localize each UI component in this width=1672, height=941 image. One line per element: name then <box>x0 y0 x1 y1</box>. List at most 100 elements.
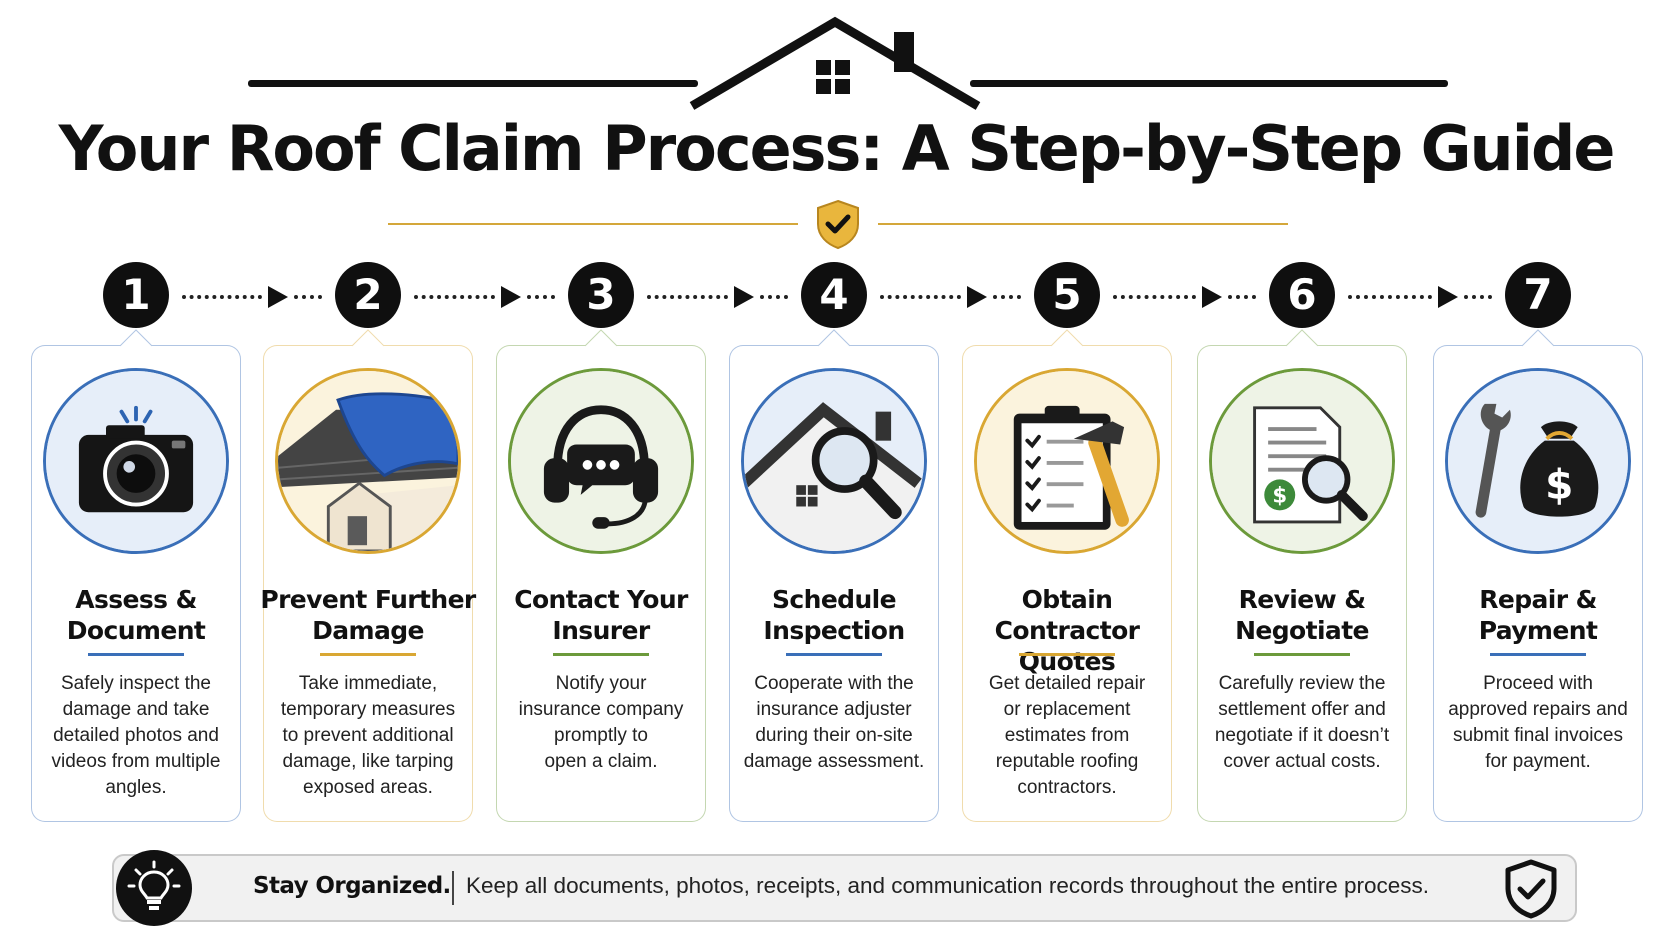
roof-magnifier-icon <box>741 368 927 554</box>
step-description-line: for payment. <box>1485 751 1591 772</box>
step-title-underline <box>320 653 416 656</box>
step-description-line: reputable roofing <box>995 751 1139 772</box>
arrow-right-icon <box>1438 286 1458 308</box>
step-description-line: insurance adjuster <box>756 699 912 720</box>
step-number-badge: 7 <box>1505 262 1571 328</box>
step-title-line: Payment <box>1478 616 1598 645</box>
arrow-right-icon <box>1202 286 1222 308</box>
step-description-line: videos from multiple <box>51 751 221 772</box>
connector-dots <box>182 295 262 299</box>
step-title-underline <box>88 653 184 656</box>
step-description-line: damage and take <box>62 699 210 720</box>
step-connector-arrow <box>880 286 1021 308</box>
step-description-line: angles. <box>105 777 167 798</box>
connector-dots <box>1464 295 1492 299</box>
page-title: Your Roof Claim Process: A Step-by-Step … <box>58 112 1616 185</box>
footer-lead: Stay Organized. <box>253 873 451 899</box>
step-connector-arrow <box>1348 286 1492 308</box>
step-number-badge: 4 <box>801 262 867 328</box>
arrow-right-icon <box>268 286 288 308</box>
connector-dots <box>880 295 961 299</box>
arrow-right-icon <box>734 286 754 308</box>
step-description-line: damage assessment. <box>743 751 925 772</box>
step-title: Repair &Payment <box>1426 584 1650 646</box>
step-description-line: insurance company <box>518 699 684 720</box>
connector-dots <box>527 295 555 299</box>
step-number-badge: 2 <box>335 262 401 328</box>
step-connector-arrow <box>414 286 555 308</box>
card-pointer <box>817 329 851 362</box>
step-title-line: Prevent Further <box>260 585 476 614</box>
step-description: Take immediate, temporary measures to prev… <box>274 671 462 801</box>
step-description-line: submit final invoices <box>1452 725 1624 746</box>
connector-dots <box>760 295 788 299</box>
connector-dots <box>414 295 495 299</box>
svg-text:$: $ <box>1272 484 1287 509</box>
step-description-line: detailed photos and <box>53 725 219 746</box>
connector-dots <box>294 295 322 299</box>
step-title-line: Document <box>66 616 206 645</box>
arrow-right-icon <box>967 286 987 308</box>
step-title-line: Schedule <box>772 585 897 614</box>
step-title-line: Contact Your <box>514 585 688 614</box>
gold-divider-left <box>388 223 798 225</box>
step-description-line: temporary measures <box>280 699 456 720</box>
step-description-line: Carefully review the <box>1218 673 1386 694</box>
step-description-line: exposed areas. <box>303 777 433 798</box>
step-description-line: Notify your <box>555 673 647 694</box>
step-connector-arrow <box>647 286 788 308</box>
gold-divider-right <box>878 223 1288 225</box>
house-roof-icon <box>689 16 981 110</box>
step-connector-arrow <box>182 286 322 308</box>
step-description-line: approved repairs and <box>1448 699 1628 720</box>
card-pointer <box>1285 329 1319 362</box>
shield-check-outline-icon <box>1505 859 1557 919</box>
step-title-underline <box>786 653 882 656</box>
step-description-line: or replacement <box>1003 699 1131 720</box>
step-description-line: Cooperate with the <box>754 673 914 694</box>
step-title-underline <box>1254 653 1350 656</box>
wrench-money-bag-icon: $ <box>1445 368 1631 554</box>
step-number-badge: 6 <box>1269 262 1335 328</box>
step-description: Safely inspect the damage and take detaile… <box>42 671 230 801</box>
step-title-line: Insurer <box>552 616 650 645</box>
step-description-line: settlement offer and <box>1218 699 1386 720</box>
card-pointer <box>1050 329 1084 362</box>
step-description-line: promptly to <box>554 725 648 746</box>
step-description-line: negotiate if it doesn’t <box>1214 725 1390 746</box>
step-title-line: Inspection <box>763 616 905 645</box>
svg-text:$: $ <box>1545 461 1573 509</box>
card-pointer <box>1521 329 1555 362</box>
step-number-badge: 5 <box>1034 262 1100 328</box>
step-description-line: Take immediate, <box>298 673 438 694</box>
connector-dots <box>1113 295 1196 299</box>
step-title-underline <box>553 653 649 656</box>
step-description-line: Safely inspect the <box>61 673 211 694</box>
step-title-line: Obtain <box>1021 585 1113 614</box>
header-rule-right <box>970 80 1448 87</box>
step-title-line: Negotiate <box>1235 616 1369 645</box>
step-description: Notify your insurance company promptly to o… <box>507 671 695 775</box>
step-description-line: open a claim. <box>544 751 658 772</box>
step-description-line: Proceed with <box>1483 673 1593 694</box>
shield-check-icon <box>817 199 859 250</box>
step-title-underline <box>1490 653 1586 656</box>
lightbulb-icon <box>116 850 192 926</box>
step-description-line: to prevent additional <box>282 725 454 746</box>
step-title-underline <box>1019 653 1115 656</box>
header-rule-left <box>248 80 698 87</box>
step-number-badge: 1 <box>103 262 169 328</box>
step-title-line: Contractor Quotes <box>994 616 1140 676</box>
step-description-line: estimates from <box>1004 725 1130 746</box>
document-review-icon: $ <box>1209 368 1395 554</box>
